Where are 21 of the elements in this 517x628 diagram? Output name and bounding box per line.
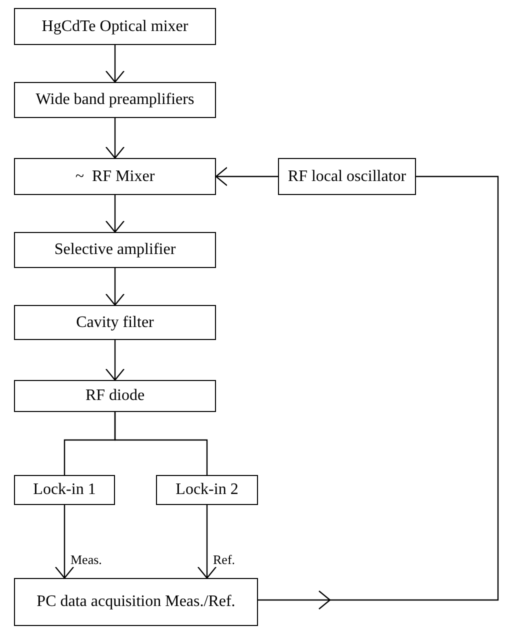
process-box: Lock-in 1: [14, 475, 115, 505]
process-box: Wide band preamplifiers: [14, 82, 216, 118]
arrow: [215, 166, 278, 186]
edge-label: Ref.: [213, 553, 236, 566]
arrow: [54, 505, 74, 579]
arrow: [197, 505, 217, 579]
process-box: Cavity filter: [14, 305, 216, 340]
process-box: HgCdTe Optical mixer: [14, 8, 216, 45]
process-box: PC data acquisition Meas./Ref.: [14, 578, 258, 626]
arrow: [105, 118, 125, 159]
arrow: [105, 45, 125, 83]
arrow: [105, 195, 125, 233]
connector-line: [114, 412, 208, 475]
arrow: [105, 268, 125, 306]
process-box: RF local oscillator: [278, 158, 416, 195]
arrow: [105, 340, 125, 381]
process-box: Lock-in 2: [156, 475, 258, 505]
process-box: ~ RF Mixer: [14, 158, 216, 195]
process-box: RF diode: [14, 380, 216, 412]
process-box: Selective amplifier: [14, 232, 216, 268]
edge-label: Meas.: [70, 553, 102, 566]
